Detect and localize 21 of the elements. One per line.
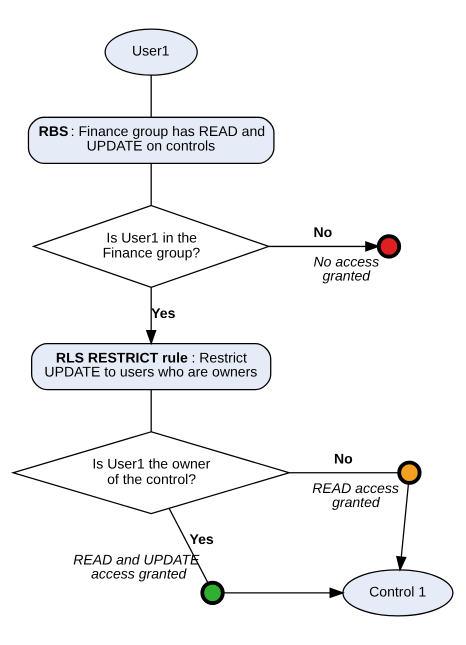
connector [289,472,399,474]
edge-label: No [314,224,332,240]
connector [150,75,152,117]
arrow [396,483,410,572]
node-box: RLS RESTRICT rule: Restrict UPDATE to users who are owners [31,342,272,390]
node-label: No access granted [314,254,380,284]
node-diamond: Is User1 the owner of the control? [10,431,292,514]
node-circle [200,580,225,606]
edge-label: Yes [190,531,214,548]
node-label: READ access granted [312,480,399,510]
arrow [146,288,157,346]
node-circle [376,234,402,259]
edge-label: No [334,450,353,467]
node-ellipse: User1 [104,28,198,76]
node-ellipse: Control 1 [342,569,454,617]
connector [150,390,152,432]
connector [150,164,152,206]
node-box: RBS: Finance group has READ and UPDATE on controls [28,116,275,164]
node-diamond: Is User1 in the Finance group? [32,204,271,288]
node-circle [397,460,422,485]
arrow [223,588,345,598]
